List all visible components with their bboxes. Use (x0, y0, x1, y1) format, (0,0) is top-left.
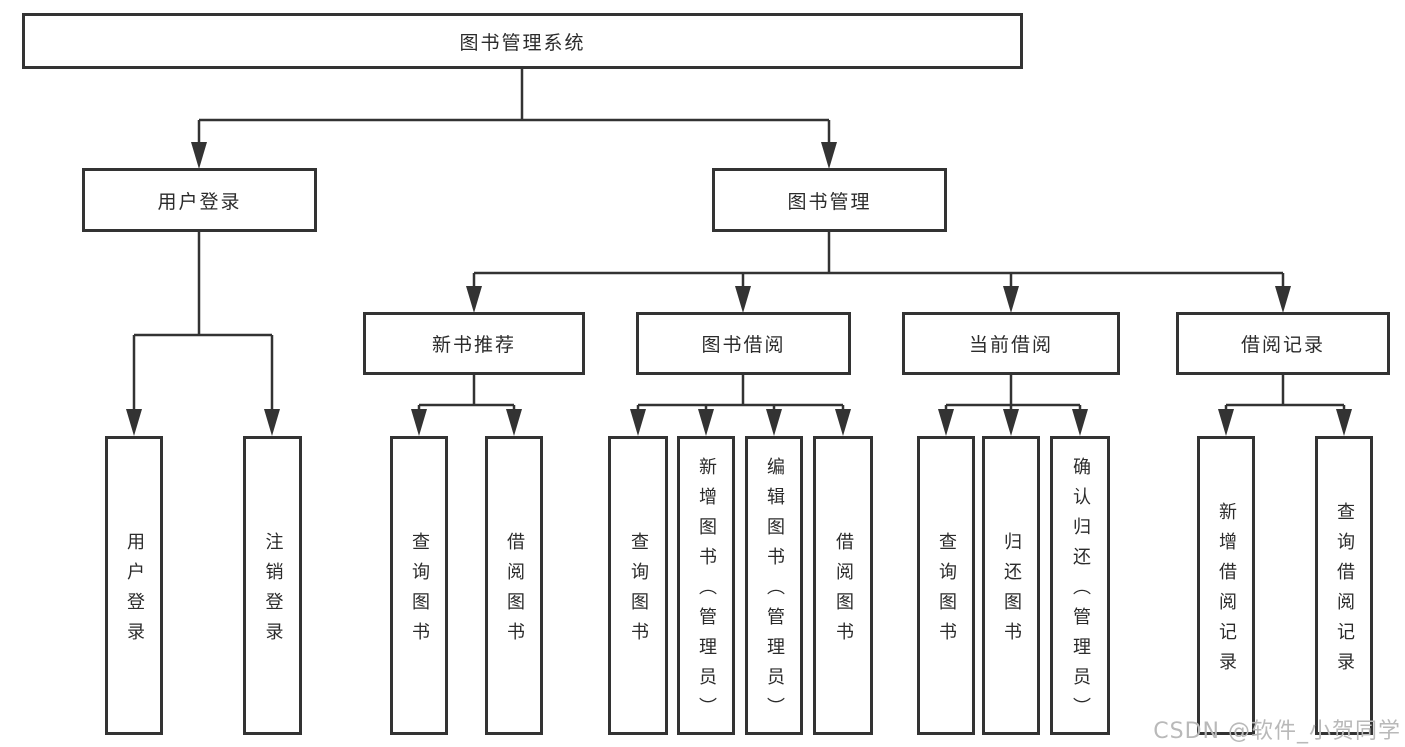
node-root: 图书管理系统 (22, 13, 1023, 69)
node-book-management-label: 图书管理 (787, 190, 872, 213)
node-book-management: 图书管理 (712, 168, 947, 232)
node-leaf-user-login: 用户登录 (105, 436, 163, 735)
node-leaf-return-book: 归还图书 (982, 436, 1040, 735)
node-leaf-confirm-return-admin: 确认归还（管理员） (1050, 436, 1110, 735)
node-book-borrowing: 图书借阅 (636, 312, 851, 375)
node-root-label: 图书管理系统 (459, 31, 586, 54)
node-user-login-label: 用户登录 (157, 190, 242, 213)
node-leaf-add-borrow-record: 新增借阅记录 (1197, 436, 1255, 735)
node-current-borrowing-label: 当前借阅 (968, 334, 1053, 356)
node-current-borrowing: 当前借阅 (902, 312, 1120, 375)
node-leaf-borrow-books-1: 借阅图书 (485, 436, 543, 735)
node-new-book-recommendation: 新书推荐 (363, 312, 585, 375)
node-new-book-recommendation-label: 新书推荐 (431, 334, 516, 356)
node-leaf-logout: 注销登录 (243, 436, 302, 735)
node-book-borrowing-label: 图书借阅 (701, 334, 786, 356)
node-leaf-query-books-2: 查询图书 (608, 436, 668, 735)
node-leaf-add-book-admin: 新增图书（管理员） (677, 436, 735, 735)
node-borrowing-records: 借阅记录 (1176, 312, 1390, 375)
node-leaf-borrow-books-2: 借阅图书 (813, 436, 873, 735)
arrowhead-icons (126, 142, 1352, 436)
watermark: CSDN @软件_小贺同学 (1153, 719, 1401, 744)
node-leaf-query-books-3: 查询图书 (917, 436, 975, 735)
node-borrowing-records-label: 借阅记录 (1240, 334, 1325, 356)
node-user-login: 用户登录 (82, 168, 317, 232)
node-leaf-query-books-1: 查询图书 (390, 436, 448, 735)
node-leaf-query-borrow-record: 查询借阅记录 (1315, 436, 1373, 735)
node-leaf-edit-book-admin: 编辑图书（管理员） (745, 436, 803, 735)
